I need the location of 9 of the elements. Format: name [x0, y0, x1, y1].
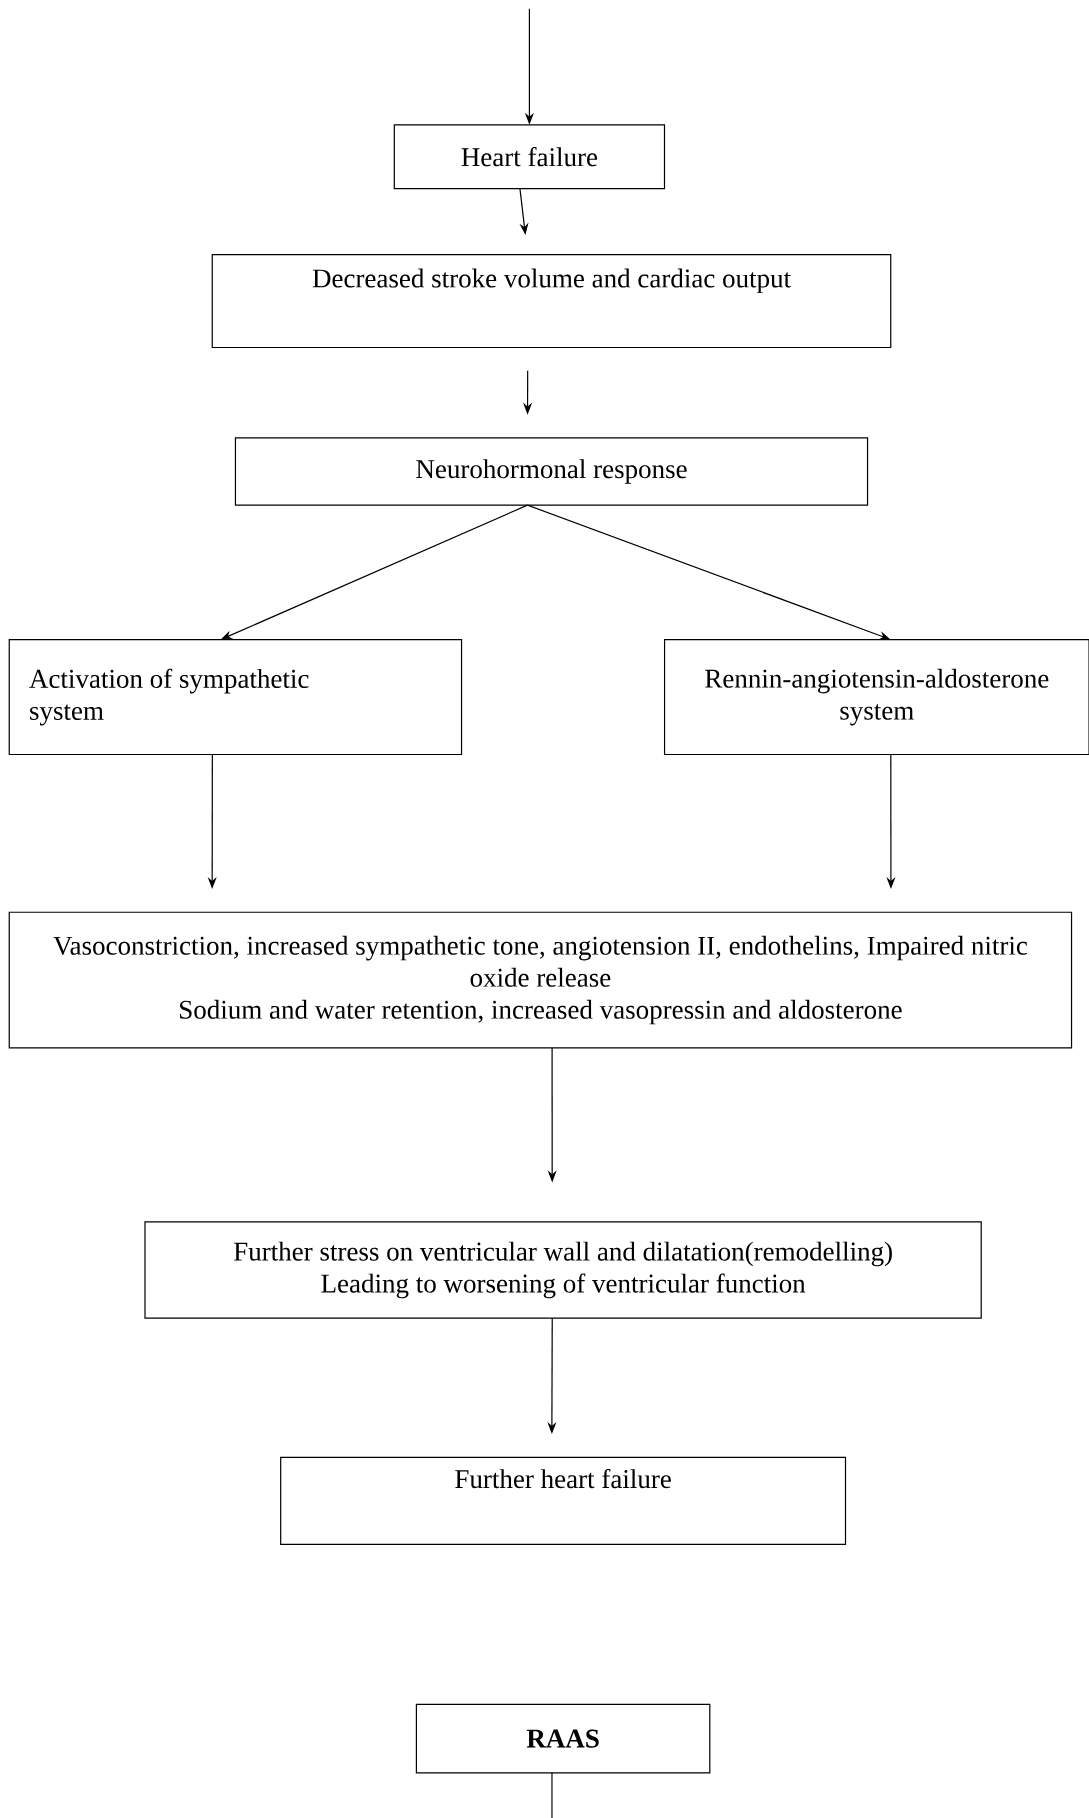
process-box: Activation of sympathetic system — [8, 639, 463, 756]
process-box: Heart failure — [393, 124, 666, 190]
process-box: RAAS — [415, 1703, 711, 1774]
process-box: Decreased stroke volume and cardiac output — [211, 254, 892, 349]
process-box: Vasoconstriction, increased sympathetic tone, angiotension II, endothelins, Impaired nitric oxide release Sodium and water retention, increased vasopressin and aldosterone — [8, 911, 1073, 1049]
process-box: Rennin-angiotensin-aldosterone system — [663, 639, 1089, 756]
process-box: Further heart failure — [280, 1456, 847, 1545]
process-box: Further stress on ventricular wall and dilatation(remodelling) Leading to worsening of ventricular function — [144, 1221, 982, 1319]
process-box: Neurohormonal response — [234, 437, 869, 506]
